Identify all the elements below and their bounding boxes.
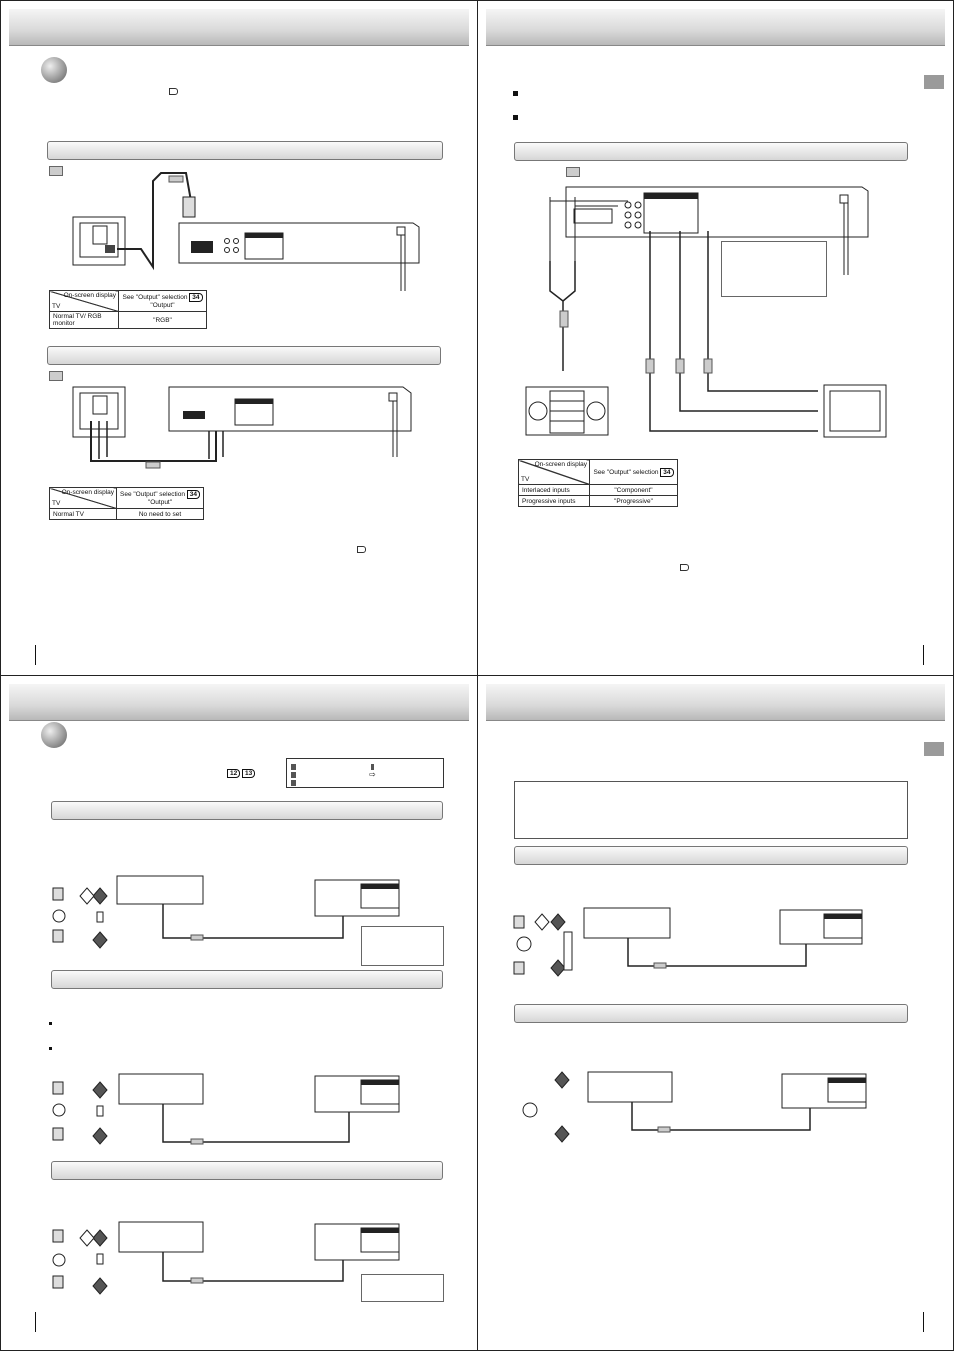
output-value-cell: "Component" xyxy=(589,484,678,496)
section-bar-dolby xyxy=(514,846,908,865)
signal-flow-arrow-icon xyxy=(566,167,580,177)
coaxial-connection-diagram xyxy=(52,875,400,949)
legend-swatch-icon xyxy=(291,772,296,778)
section-bar-coaxial xyxy=(51,801,443,820)
section-bar-video xyxy=(47,346,441,365)
section-bar-analog xyxy=(51,970,443,989)
note-box xyxy=(514,781,908,839)
page-bottom-right xyxy=(477,675,954,1351)
output-value-cell: No need to set xyxy=(116,508,204,520)
legend-swatch-icon xyxy=(371,764,374,770)
output-heading: "Output" xyxy=(147,499,173,506)
tv-type-cell: Progressive inputs xyxy=(518,495,590,507)
note-box xyxy=(361,1274,444,1302)
legend-box: ⇨ xyxy=(286,758,444,788)
output-table-scart: On-screen display TV See "Output" select… xyxy=(49,290,207,329)
right-arrow-icon: ⇨ xyxy=(369,770,376,779)
page-margin-mark xyxy=(35,645,36,665)
page-ref-badge: 34 xyxy=(660,467,674,477)
page-header-band xyxy=(486,684,945,721)
tv-type-cell: Normal TV xyxy=(49,508,117,520)
signal-flow-arrow-icon xyxy=(49,371,63,381)
page-ref-icon xyxy=(169,88,178,95)
page-ref-badge: 34 xyxy=(189,293,203,302)
language-tab xyxy=(924,742,944,756)
tv-type-cell: Interlaced inputs xyxy=(518,484,590,496)
page-margin-mark xyxy=(923,1312,924,1332)
output-value-cell: "Progressive" xyxy=(589,495,678,507)
bullet-icon xyxy=(513,91,518,96)
tv-column-label: TV xyxy=(52,500,61,507)
scart-connection-diagram xyxy=(72,172,420,291)
bullet-icon xyxy=(513,115,518,120)
output-table-component: On-screen display TV See "Output" select… xyxy=(518,459,678,507)
output-table-video: On-screen display TV See "Output" select… xyxy=(49,487,204,520)
stereo-connection-diagram xyxy=(522,1071,867,1143)
section-circle-icon xyxy=(41,722,67,748)
tv-type-cell: Normal TV/ RGB monitor xyxy=(49,311,119,329)
note-box xyxy=(721,241,827,297)
on-screen-display-label: On-screen display xyxy=(61,489,114,496)
see-output-selection-text: See "Output" selection xyxy=(593,468,659,476)
output-heading: "Output" xyxy=(150,302,175,309)
page-ref-badge: 34 xyxy=(186,490,201,499)
page-margin-mark xyxy=(35,1312,36,1332)
page-header-band xyxy=(486,9,945,46)
page-ref-icon xyxy=(357,546,366,553)
component-connection-diagram xyxy=(525,186,887,438)
tv-column-label: TV xyxy=(521,476,530,483)
section-bar-optical xyxy=(51,1161,443,1180)
tv-column-label: TV xyxy=(52,303,61,310)
page-bottom-left: 12 13 ⇨ xyxy=(0,675,478,1351)
bullet-icon xyxy=(49,1022,52,1025)
section-bar-stereo xyxy=(514,1004,908,1023)
page-top-left: On-screen display TV See "Output" select… xyxy=(0,0,478,676)
note-box xyxy=(361,926,444,966)
page-ref-icon xyxy=(680,564,689,571)
optical-connection-diagram xyxy=(52,1221,400,1295)
analog-connection-diagram xyxy=(52,1073,400,1145)
page-margin-mark xyxy=(923,645,924,665)
bullet-icon xyxy=(49,1047,52,1050)
dolby-connection-diagram xyxy=(513,907,863,977)
on-screen-display-label: On-screen display xyxy=(63,292,116,299)
page-ref-badge: 12 xyxy=(227,769,241,778)
section-bar-component xyxy=(514,142,908,161)
legend-swatch-icon xyxy=(291,780,296,786)
see-output-selection-text: See "Output" selection xyxy=(120,491,185,498)
signal-flow-arrow-icon xyxy=(49,166,63,176)
language-tab xyxy=(924,75,944,89)
page-ref-group: 12 13 xyxy=(227,769,256,778)
page-ref-badge: 13 xyxy=(242,769,256,778)
page-header-band xyxy=(9,684,469,721)
see-output-selection-text: See "Output" selection xyxy=(122,294,188,301)
page-top-right: On-screen display TV See "Output" select… xyxy=(477,0,954,676)
legend-swatch-icon xyxy=(291,764,296,770)
section-circle-icon xyxy=(41,57,67,83)
section-bar-scart xyxy=(47,141,443,160)
page-header-band xyxy=(9,9,469,46)
output-value-cell: "RGB" xyxy=(118,311,207,329)
on-screen-display-label: On-screen display xyxy=(534,461,587,468)
video-connection-diagram xyxy=(72,386,412,469)
